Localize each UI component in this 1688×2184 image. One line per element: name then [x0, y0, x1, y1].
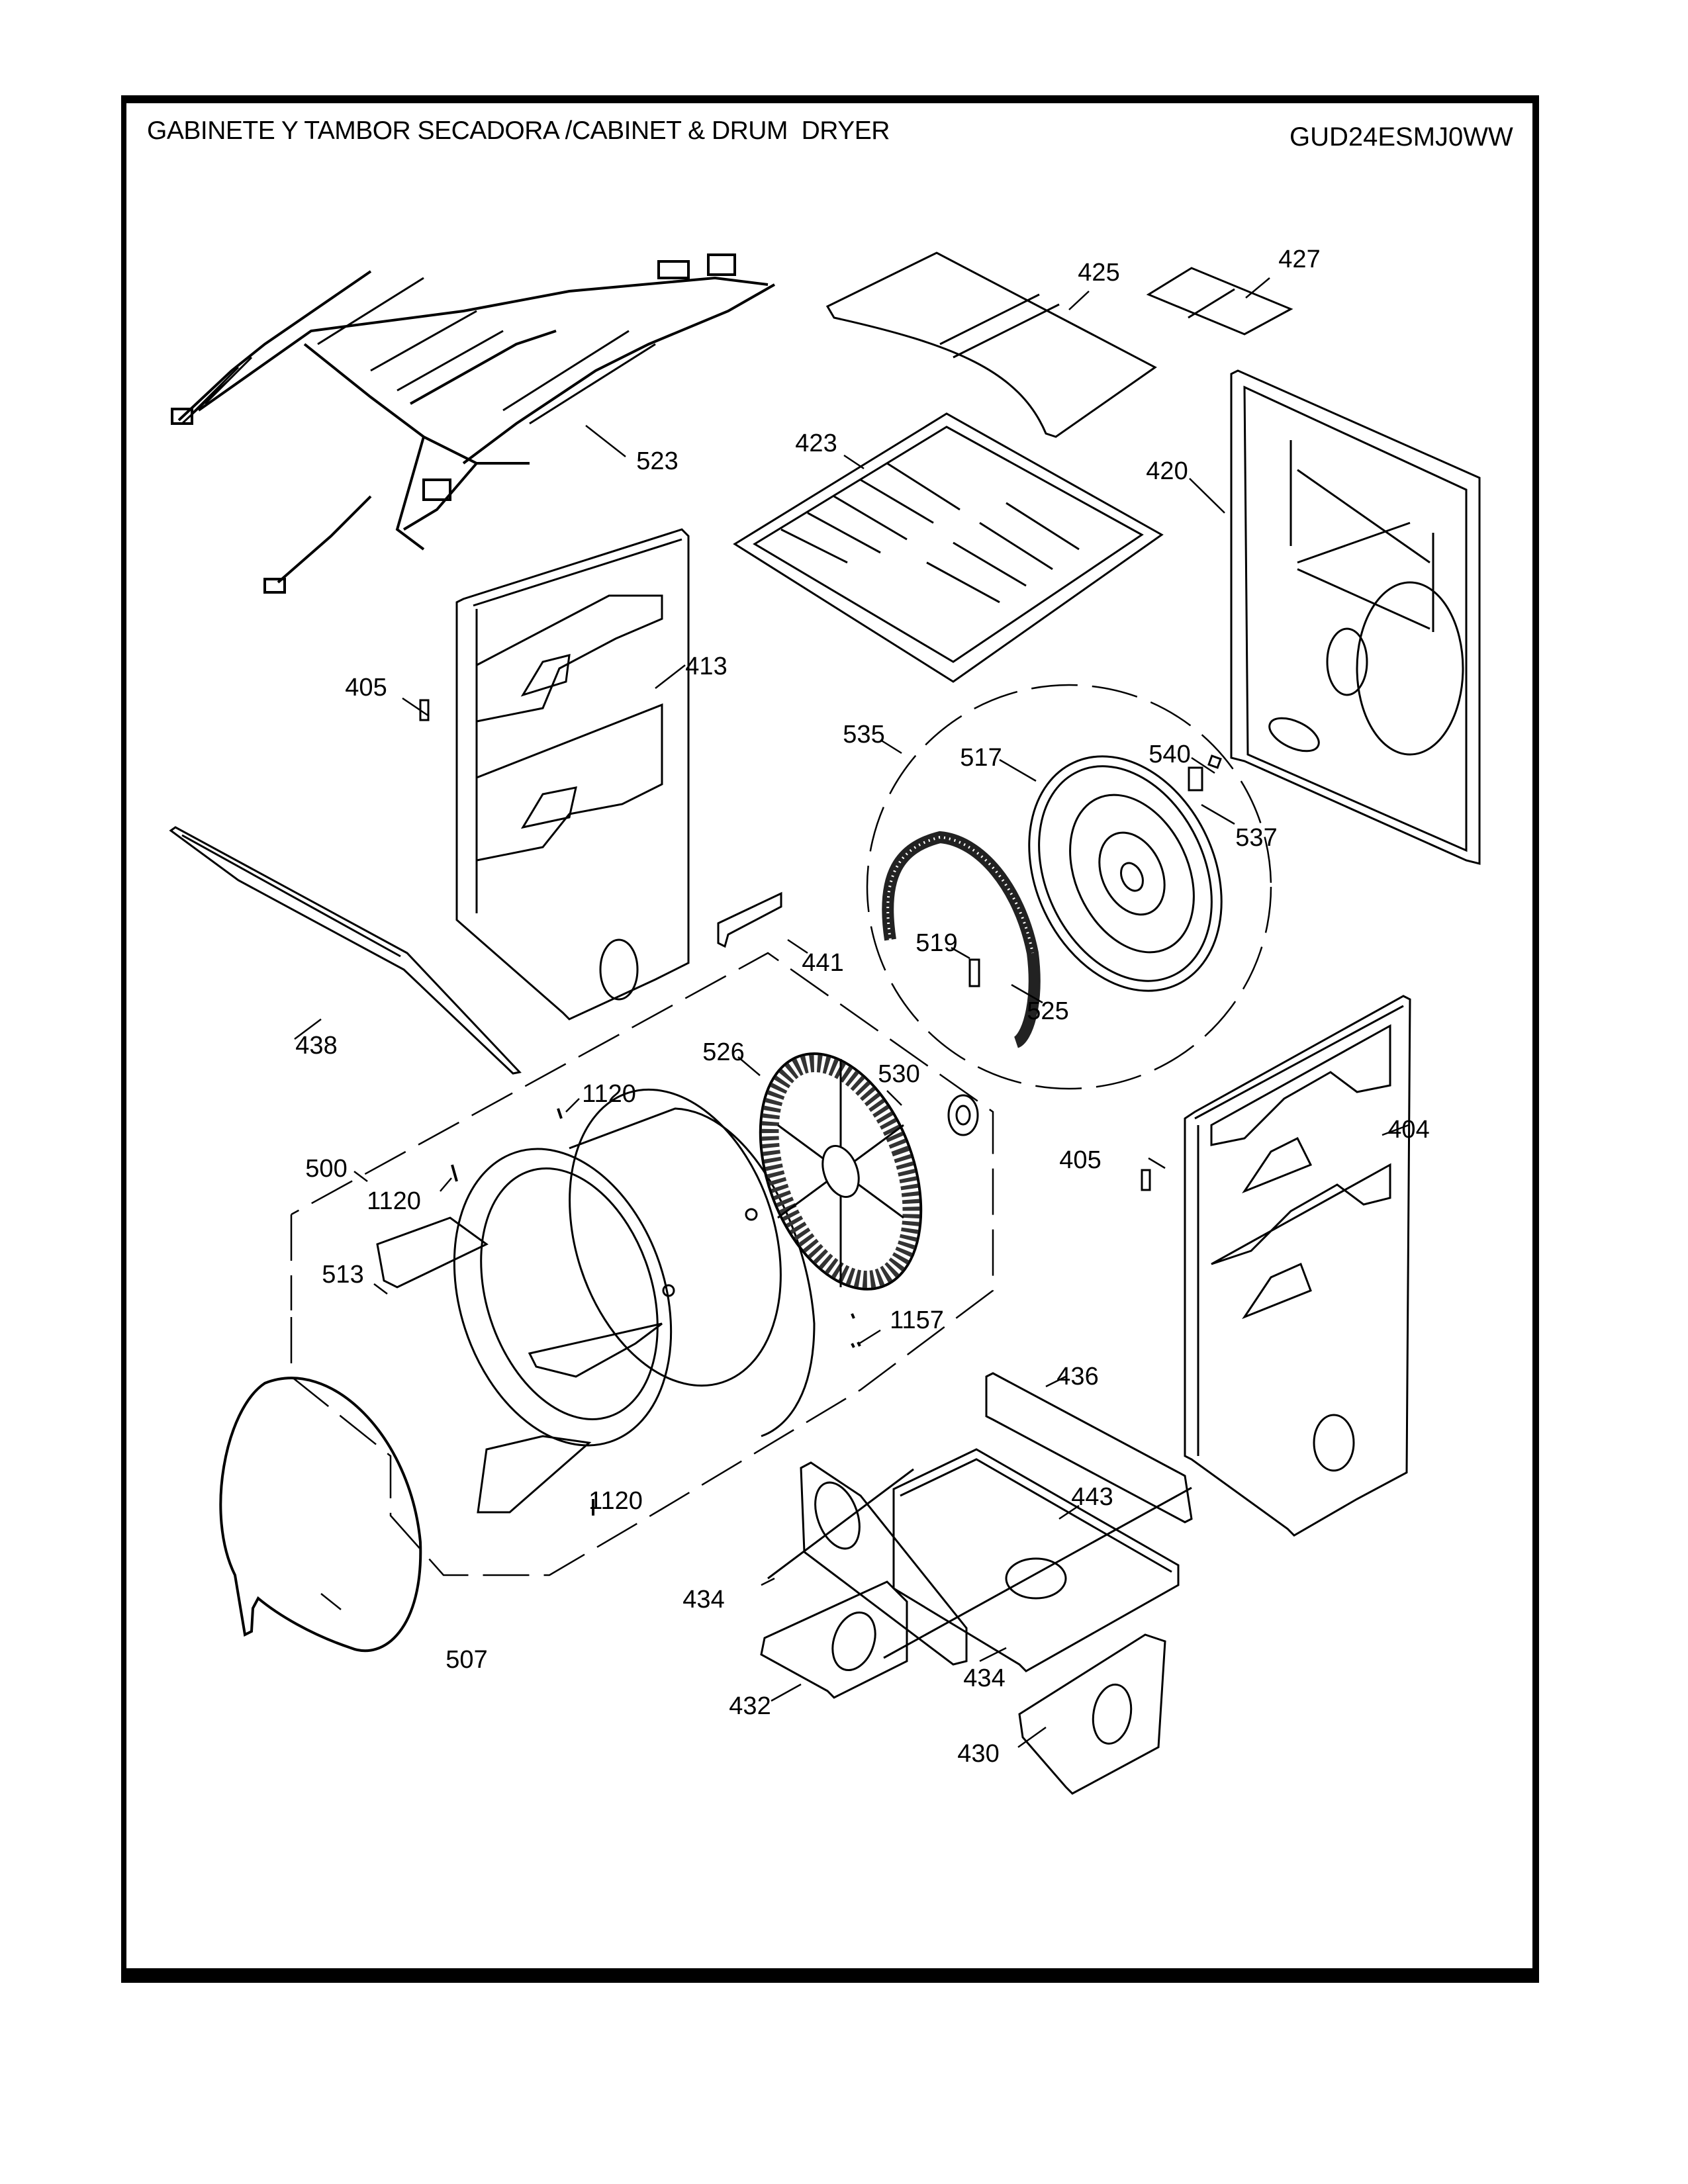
part-540-thermistor: [1207, 754, 1222, 769]
callout-436: 436: [1056, 1363, 1099, 1390]
part-438-front-panel-strip: [169, 826, 522, 1075]
callout-1120-mid: 1120: [367, 1187, 421, 1215]
part-430-rear-bracket: [1018, 1633, 1166, 1795]
callout-432: 432: [729, 1692, 771, 1720]
part-436-lower-panel: [985, 1372, 1193, 1524]
part-526-drum-back: [759, 1052, 923, 1291]
part-517-heater-housing: [1028, 755, 1223, 992]
part-519-thermostat: [968, 958, 980, 987]
part-434-rails: [767, 1468, 1192, 1659]
part-420-rear-panel: [1230, 369, 1481, 865]
callout-535: 535: [843, 721, 885, 749]
callout-441: 441: [802, 949, 844, 977]
part-513-baffle-2: [528, 1322, 663, 1378]
callout-405-right: 405: [1059, 1146, 1102, 1174]
page-border: [121, 95, 1539, 1983]
callout-1120-bottom: 1120: [588, 1487, 643, 1515]
callout-537: 537: [1235, 824, 1278, 852]
part-434-front-bulkhead: [800, 1461, 968, 1666]
part-423-top-frame: [733, 412, 1164, 683]
callout-500: 500: [305, 1155, 348, 1183]
callout-423: 423: [795, 430, 837, 457]
callout-523: 523: [636, 447, 679, 475]
callout-507: 507: [445, 1646, 488, 1674]
callout-438: 438: [295, 1032, 338, 1060]
callout-434-right: 434: [963, 1664, 1006, 1692]
callout-420: 420: [1146, 457, 1188, 485]
part-443-base-frame: [892, 1448, 1180, 1672]
callout-405-left: 405: [345, 674, 387, 702]
callout-425: 425: [1078, 259, 1120, 287]
callout-430: 430: [957, 1740, 1000, 1768]
part-405-clip-right: [1141, 1169, 1151, 1191]
assembly-535-boundary: [866, 684, 1272, 1090]
part-1120-screws: [451, 1108, 594, 1516]
callout-526: 526: [702, 1038, 745, 1066]
callout-525: 525: [1027, 997, 1069, 1025]
part-404-right-side-panel: [1184, 995, 1411, 1537]
part-500-drum: [453, 1088, 816, 1447]
part-427-cover-plate: [1146, 267, 1293, 336]
diagram-title: GABINETE Y TAMBOR SECADORA /CABINET & DR…: [147, 116, 890, 145]
callout-513: 513: [322, 1261, 364, 1289]
part-530-bearing: [947, 1094, 979, 1136]
callout-427: 427: [1278, 246, 1321, 273]
part-1157-screws: [851, 1313, 861, 1348]
model-number: GUD24ESMJ0WW: [1289, 122, 1513, 152]
callout-530: 530: [878, 1060, 920, 1088]
callout-434-left: 434: [682, 1586, 725, 1614]
callout-404: 404: [1387, 1116, 1430, 1144]
callout-443: 443: [1071, 1483, 1113, 1511]
callout-413: 413: [685, 653, 727, 680]
part-432-front-bracket: [760, 1580, 908, 1699]
part-513-baffle: [376, 1216, 489, 1289]
part-523-wire-harness: [171, 253, 775, 594]
callout-540: 540: [1149, 741, 1191, 768]
part-507-drum-front: [219, 1377, 422, 1653]
part-425-top-cover: [825, 251, 1157, 438]
callout-1120-top: 1120: [582, 1080, 636, 1108]
callout-517: 517: [960, 744, 1002, 772]
assembly-500-boundary: [290, 952, 994, 1576]
callout-1157: 1157: [890, 1306, 944, 1334]
part-441-bracket: [717, 891, 782, 948]
part-413-left-side-panel: [455, 528, 690, 1021]
part-537-thermal-fuse: [1188, 766, 1203, 792]
part-513-baffle-3: [477, 1435, 592, 1514]
part-525-heater-element: [882, 831, 1041, 1048]
callout-519: 519: [915, 929, 958, 957]
leader-lines: [294, 277, 1409, 1749]
